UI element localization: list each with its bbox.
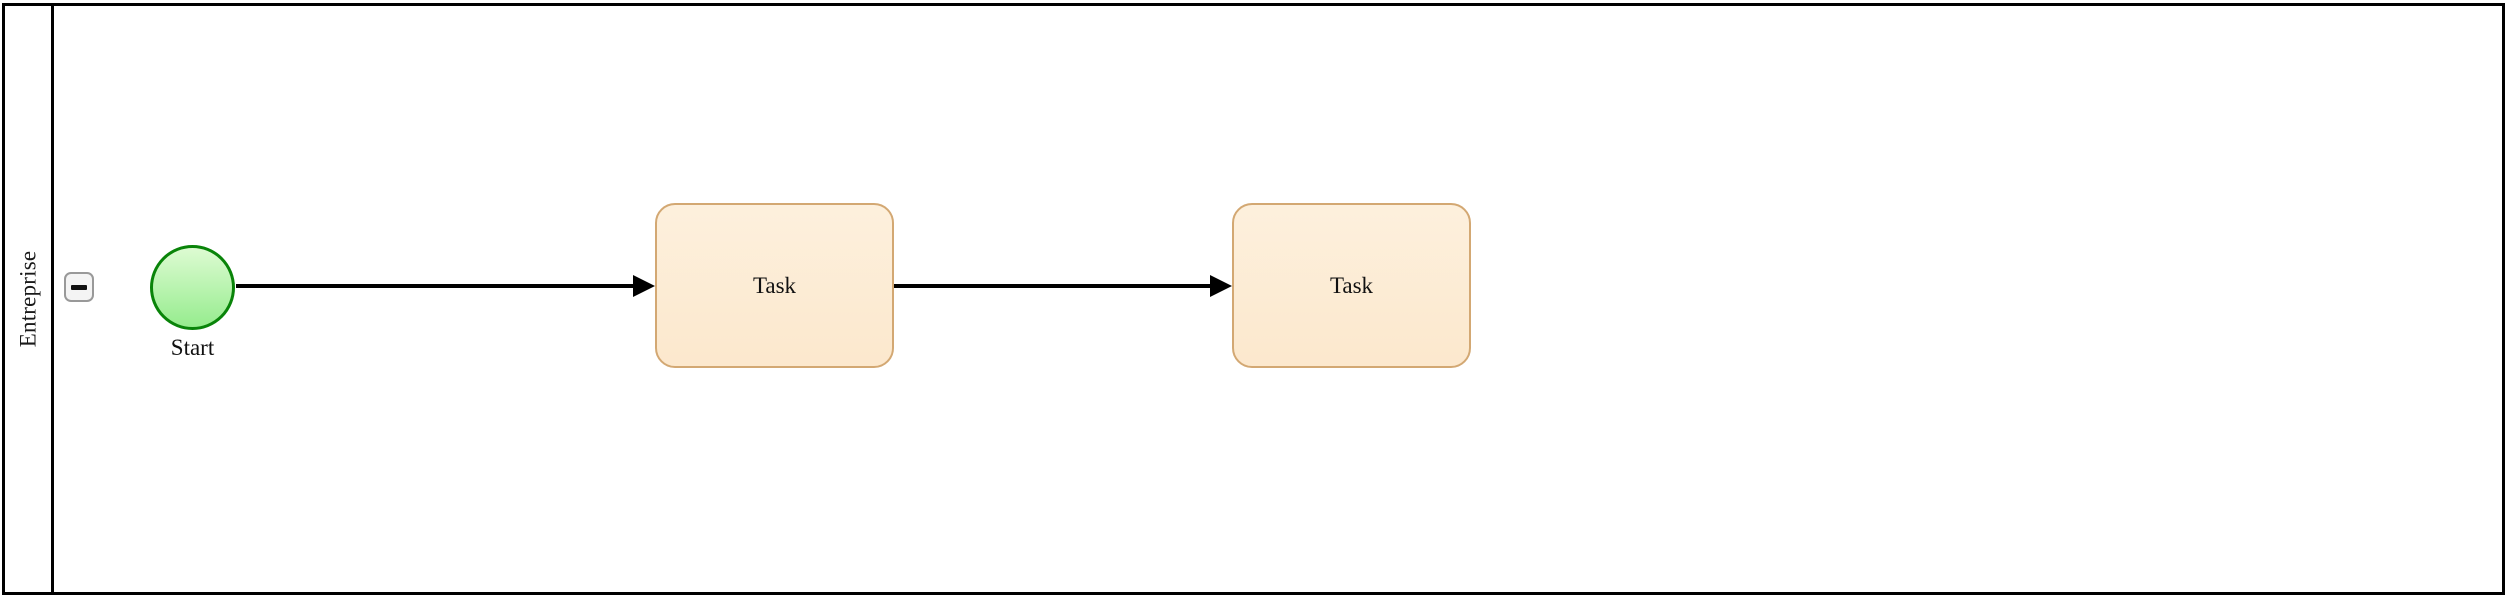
pool-entreprise[interactable]: Entreprise Start — [2, 3, 2505, 595]
pool-collapse-button[interactable] — [64, 272, 94, 302]
flow-line — [236, 284, 635, 288]
pool-label-band: Entreprise — [5, 6, 54, 592]
task-label: Task — [1329, 272, 1374, 298]
arrowhead-icon — [1210, 275, 1232, 297]
flow-line — [894, 284, 1212, 288]
start-event-label: Start — [170, 335, 215, 360]
start-event-circle[interactable] — [150, 245, 235, 330]
task-node-1[interactable]: Task — [655, 203, 894, 368]
task-label: Task — [752, 272, 797, 298]
arrowhead-icon — [633, 275, 655, 297]
minus-icon — [71, 284, 87, 290]
start-event-node[interactable]: Start — [150, 245, 235, 360]
task-node-2[interactable]: Task — [1232, 203, 1471, 368]
pool-body: Start Task Task — [54, 6, 2502, 592]
pool-label-text: Entreprise — [15, 250, 41, 348]
